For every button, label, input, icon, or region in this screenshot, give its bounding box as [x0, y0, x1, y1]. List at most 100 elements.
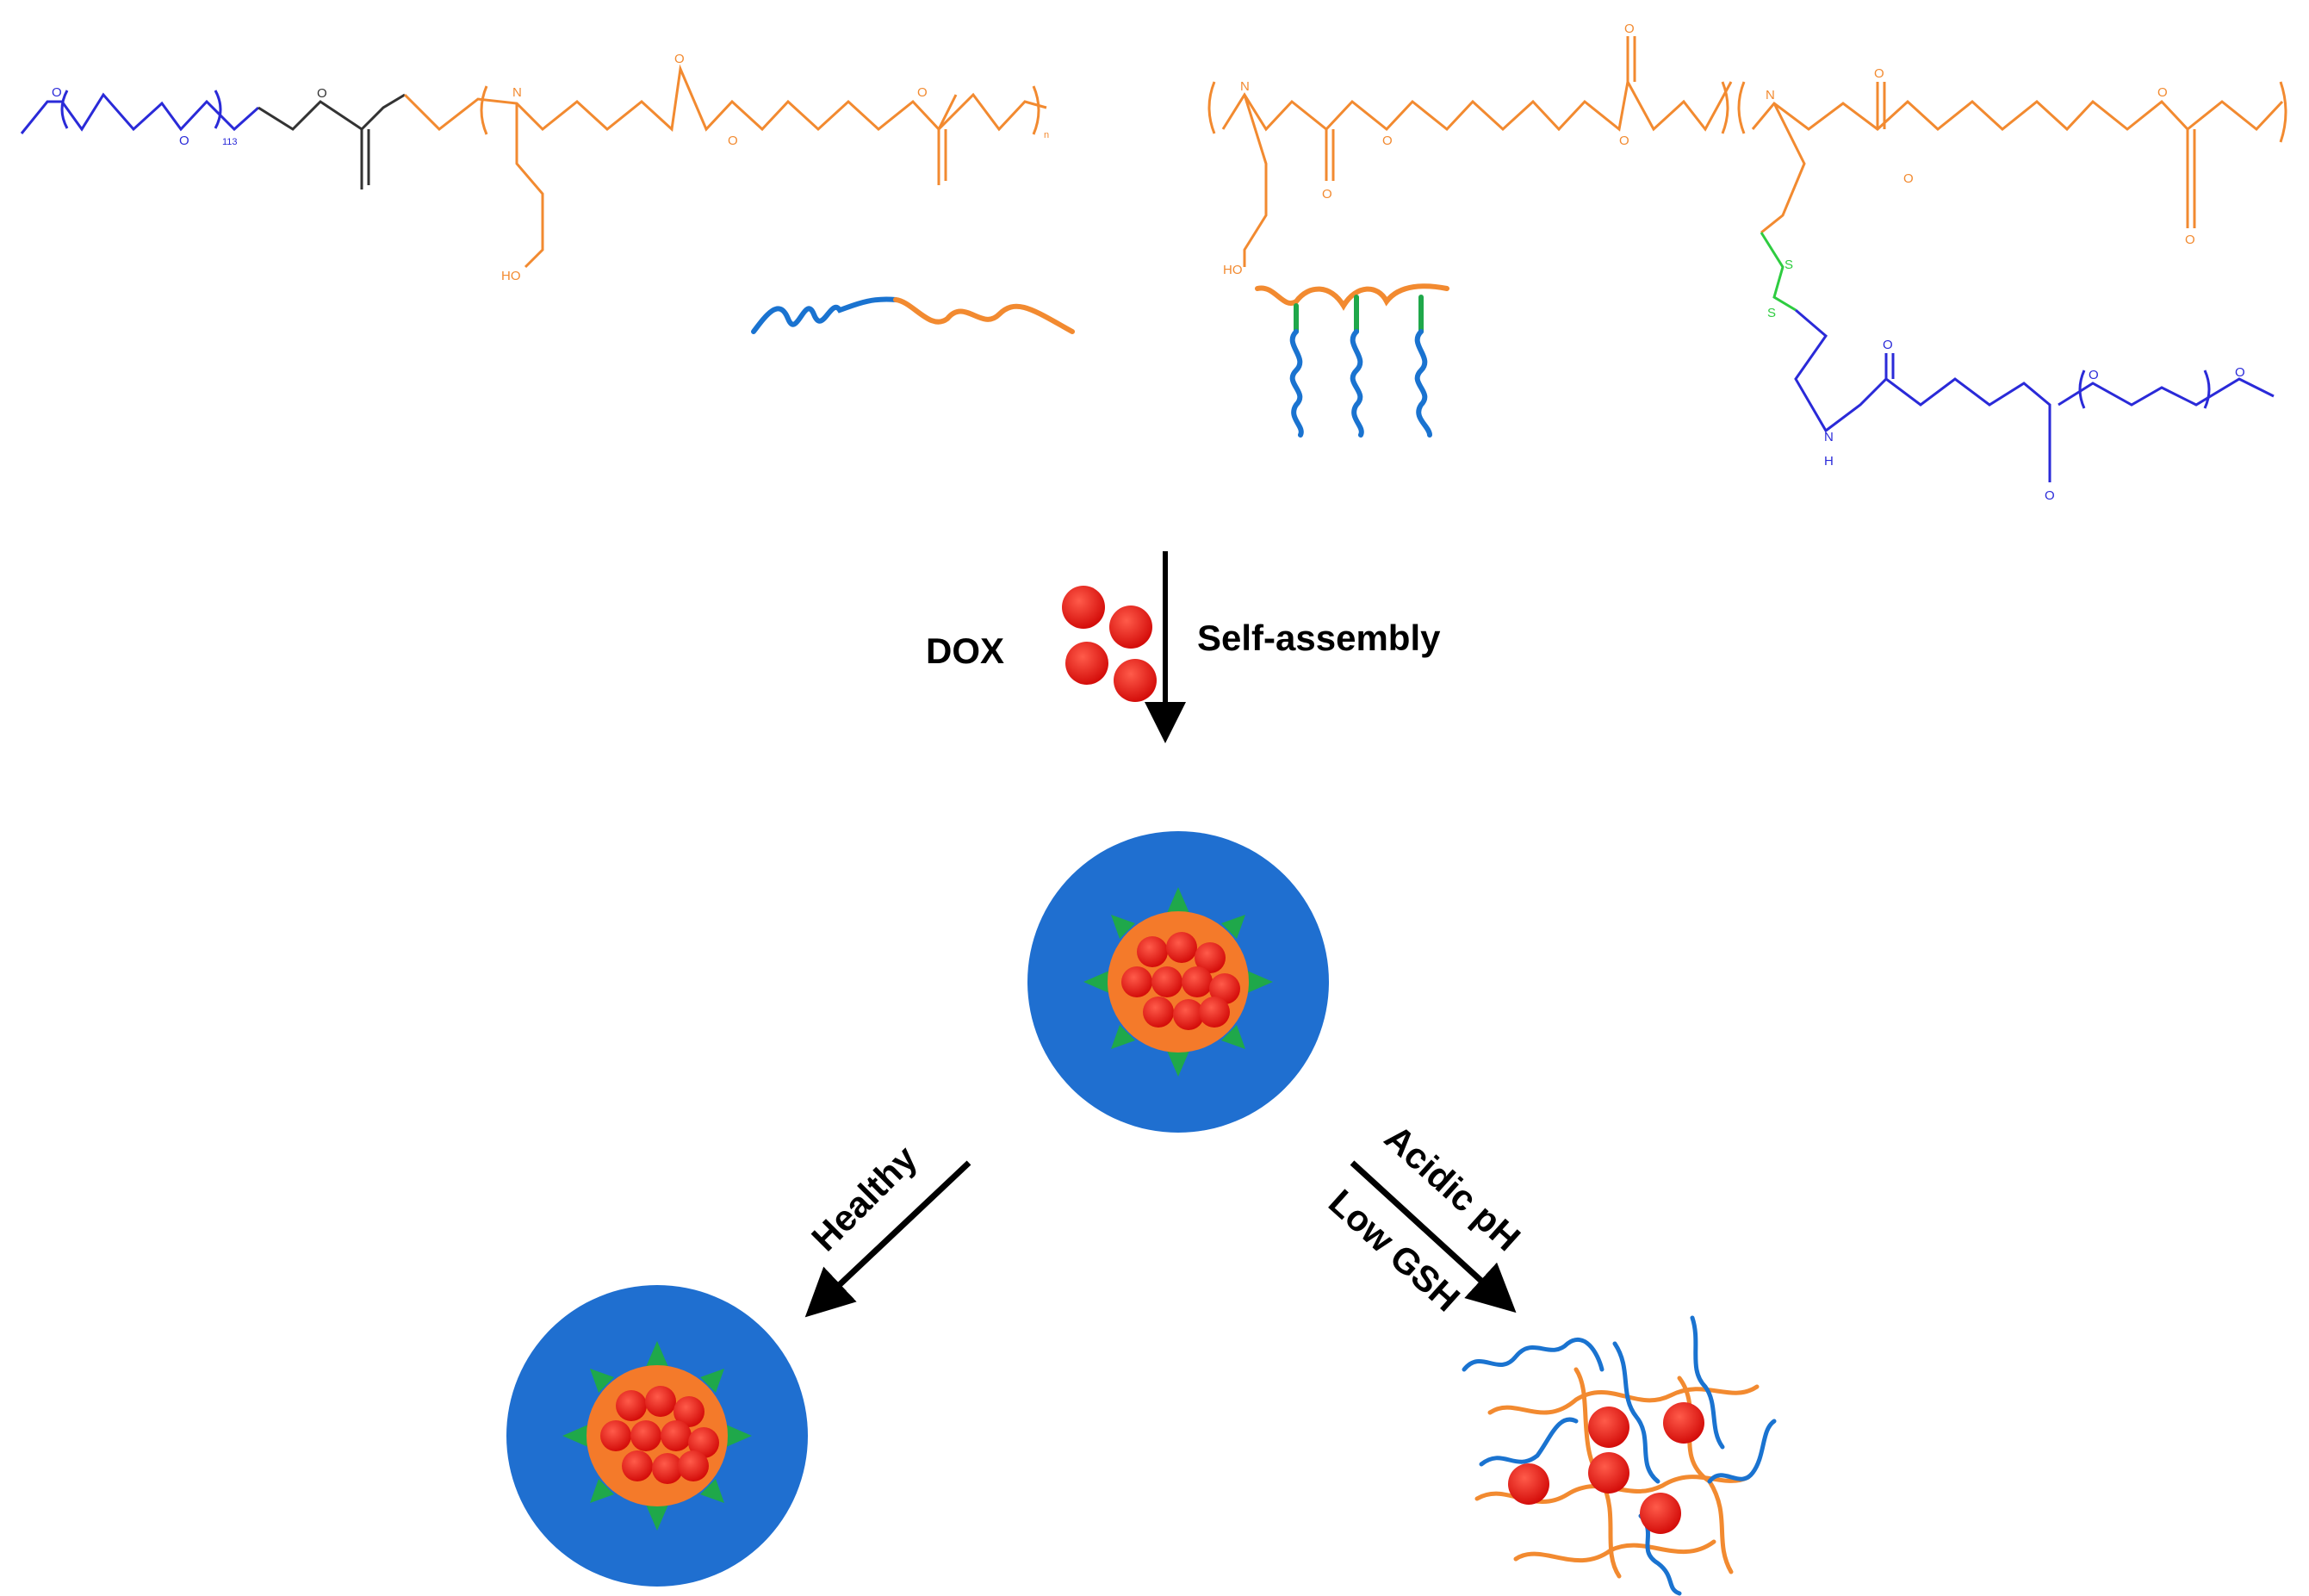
backbone-paren-left: [480, 85, 488, 135]
graft-paren-4: [2279, 81, 2287, 143]
linker-chain: [258, 93, 406, 131]
micelle-intact: [506, 1285, 808, 1587]
dox-ball: [1508, 1463, 1549, 1505]
dox-ball: [1166, 932, 1197, 963]
backbone-o-atom-1: O: [674, 52, 685, 66]
graft-o-atom-4: O: [1624, 22, 1635, 36]
dox-molecules: [1062, 586, 1157, 702]
graft-paren-2: [1721, 81, 1729, 134]
graft-n-atom-1: N: [1240, 79, 1250, 94]
graft-amide-n: N: [1824, 430, 1834, 444]
sulfur-atom-1: S: [1785, 258, 1793, 272]
dox-ball: [688, 1427, 719, 1458]
micelle-loaded: [1027, 831, 1329, 1133]
graft-paren-1: [1207, 81, 1216, 134]
peg-paren-right: [214, 90, 222, 129]
graft-o-atom-6: O: [1903, 171, 1914, 186]
graft-o-atom-5: O: [1874, 66, 1884, 81]
dox-label: DOX: [926, 630, 1004, 671]
graft-copolymer-structure: N O O O O HO N O O O O S S N H O O: [1207, 22, 2287, 503]
graft-o-atom-7: O: [2157, 85, 2168, 100]
released-blue-chain: [1612, 1341, 1660, 1484]
amide-o-atom: O: [1883, 338, 1893, 352]
cartoon-graft-2: [1350, 295, 1364, 438]
cartoon-orange-backbone: [1255, 283, 1449, 311]
released-blue-chain: [1690, 1315, 1725, 1450]
dox-ball: [1121, 966, 1152, 997]
graft-copolymer-cartoon: [1255, 283, 1449, 438]
released-blue-chain: [1462, 1337, 1605, 1372]
graft-o-atom-1: O: [1322, 187, 1332, 202]
graft-n-atom-2: N: [1766, 88, 1775, 102]
dox-ball: [1588, 1407, 1629, 1448]
peg-graft-chain: [1794, 308, 2051, 482]
dox-ball: [673, 1396, 704, 1427]
ester-o-atom-3: O: [2235, 365, 2245, 380]
released-orange-chain: [1513, 1539, 1716, 1562]
peg-repeat-subscript: 113: [222, 137, 238, 147]
dox-ball: [1195, 942, 1226, 973]
dox-ball: [661, 1420, 692, 1451]
cartoon-blue-segment: [751, 296, 898, 334]
released-blue-chain: [1638, 1513, 1682, 1596]
micelle-spikes: [1083, 887, 1273, 1077]
dox-ball: [1209, 973, 1240, 1004]
backbone-o-atom-2: O: [728, 134, 738, 148]
dox-ball: [1143, 997, 1174, 1028]
peg-o-atom-1: O: [52, 85, 62, 100]
graft-backbone-unit-2: [1751, 99, 2284, 132]
graft-o-atom-2: O: [1382, 134, 1393, 148]
dox-ball: [1065, 642, 1108, 685]
dox-ball: [600, 1420, 631, 1451]
cartoon-graft-3: [1414, 295, 1432, 438]
graft-o-atom-8: O: [2185, 233, 2195, 247]
ester-o-atom-1: O: [2045, 488, 2055, 503]
peg-paren-left: [60, 90, 69, 129]
dox-ball: [652, 1453, 683, 1484]
healthy-arrow: [804, 1160, 971, 1318]
healthy-branch: Healthy: [804, 1137, 971, 1318]
disulfide-bond: [1760, 232, 1797, 312]
cartoon-orange-segment: [893, 297, 1075, 334]
dox-ball: [616, 1390, 647, 1421]
backbone-n-atom: N: [512, 85, 522, 100]
dox-ball: [678, 1450, 709, 1481]
graft-backbone-unit-1: [1221, 78, 1733, 132]
release-arrow: [1350, 1160, 1517, 1313]
backbone-paren-right: [1032, 85, 1040, 135]
dox-ball: [1109, 605, 1152, 649]
peg-o-atom-2: O: [179, 134, 189, 148]
healthy-label: Healthy: [804, 1137, 925, 1258]
backbone-chain-end: [937, 92, 1047, 132]
backbone-o-atom-3: O: [917, 85, 928, 100]
backbone-repeat-n: n: [1044, 130, 1049, 140]
self-assembly-step: DOX Self-assembly: [926, 551, 1441, 743]
self-assembly-label: Self-assembly: [1197, 618, 1441, 658]
released-blue-chain: [1707, 1419, 1777, 1484]
dox-ball: [1588, 1452, 1629, 1494]
dox-ball: [1663, 1402, 1704, 1444]
released-orange-chain: [1487, 1384, 1760, 1415]
release-branch: Acidic pH Low GSH: [1321, 1117, 1528, 1320]
graft-o-atom-3: O: [1619, 134, 1629, 148]
linear-copolymer-structure: O O 113 O N O O O n HO: [20, 52, 1049, 283]
dox-ball: [1199, 997, 1230, 1028]
dox-ball: [622, 1450, 653, 1481]
disassembled-micelle: [1462, 1315, 1777, 1596]
released-blue-chain: [1479, 1417, 1579, 1467]
peg-chain: [20, 92, 259, 134]
dox-ball: [1137, 936, 1168, 967]
dox-ball: [1062, 586, 1105, 629]
cartoon-graft-1: [1289, 303, 1304, 438]
peg-graft-paren-left: [2078, 370, 2086, 409]
dox-ball: [1182, 966, 1213, 997]
dox-ball: [645, 1386, 676, 1417]
micelle-dox-payload: [600, 1386, 719, 1484]
micelle-dox-payload: [1121, 932, 1240, 1030]
hydroxyethyl-side-chain: [515, 103, 544, 269]
peg-graft-paren-right: [2203, 370, 2211, 409]
peg-graft-tail: [2058, 377, 2275, 407]
dox-ball: [1173, 999, 1204, 1030]
dox-ball: [630, 1420, 661, 1451]
